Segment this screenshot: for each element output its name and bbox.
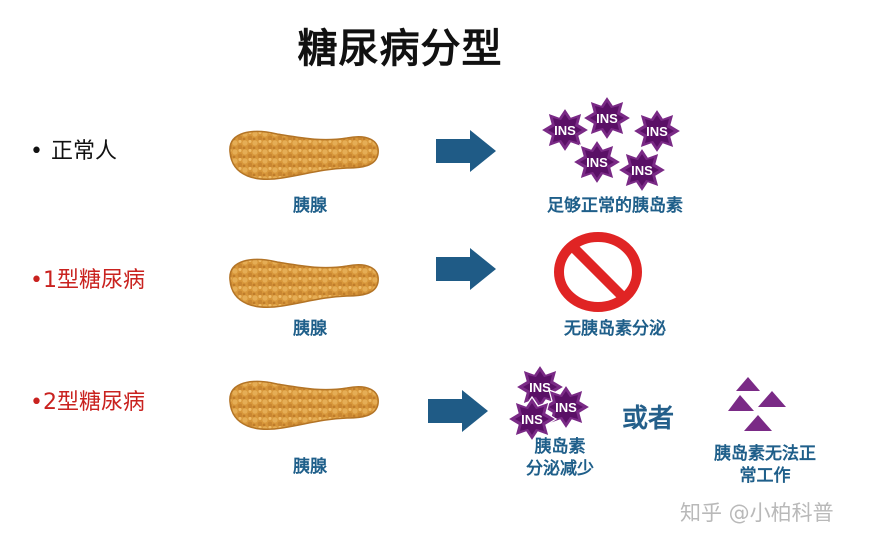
row-label-text: 1型糖尿病 [42, 268, 145, 293]
pancreas-icon [229, 380, 379, 430]
caption-line: 分泌减少 [526, 459, 594, 479]
row-label-type2: •2型糖尿病 [30, 384, 145, 416]
insulin-star-icon: INS [515, 364, 565, 410]
insulin-star-icon: INS [507, 396, 557, 442]
pancreas-icon [229, 130, 379, 180]
ins-label: INS [529, 380, 551, 395]
ins-label: INS [555, 400, 577, 415]
page-title: 糖尿病分型 [297, 26, 503, 72]
bullet: • [30, 268, 43, 293]
triangle-cluster [728, 377, 786, 431]
insulin-star-icon: INS [582, 95, 632, 141]
row-label-type1: •1型糖尿病 [30, 262, 145, 294]
ins-label: INS [554, 123, 576, 138]
insulin-star-icon: INS [541, 384, 591, 430]
caption-line: 胰岛素无法正 [714, 444, 816, 464]
triangle-icon [744, 415, 772, 431]
caption-line: 常工作 [739, 466, 791, 486]
pancreas-caption: 胰腺 [293, 319, 327, 339]
right-arrow-icon [436, 130, 496, 172]
watermark: 知乎 @小柏科普 [680, 501, 834, 525]
insulin-star-icon: INS [617, 147, 667, 193]
ins-label: INS [646, 124, 668, 139]
result-caption-type2: 胰岛素 分泌减少 [505, 436, 615, 480]
result-caption-normal: 足够正常的胰岛素 [547, 196, 683, 216]
pancreas-icon [229, 258, 379, 308]
or-text: 或者 [622, 404, 675, 434]
row-label-text: 正常人 [50, 139, 117, 164]
right-arrow-icon [436, 248, 496, 290]
row-label-normal: • 正常人 [30, 133, 117, 165]
insulin-cluster: INS INS INS INS INS [540, 95, 682, 193]
prohibition-icon [554, 232, 642, 312]
ins-label: INS [596, 111, 618, 126]
alt-caption-type2: 胰岛素无法正 常工作 [695, 443, 835, 487]
right-arrow-icon [428, 390, 488, 432]
result-caption-type1: 无胰岛素分泌 [564, 319, 666, 339]
ins-label: INS [521, 412, 543, 427]
caption-line: 胰岛素 [534, 437, 586, 457]
insulin-star-icon: INS [540, 107, 590, 153]
pancreas-caption: 胰腺 [293, 196, 327, 216]
triangle-icon [728, 395, 754, 411]
row-label-text: 2型糖尿病 [42, 390, 145, 415]
triangle-icon [736, 377, 760, 391]
ins-label: INS [586, 155, 608, 170]
bullet: • [30, 139, 43, 164]
insulin-star-icon: INS [632, 108, 682, 154]
insulin-cluster: INS INS INS [507, 364, 591, 442]
triangle-icon [758, 391, 786, 407]
bullet: • [30, 390, 43, 415]
pancreas-caption: 胰腺 [293, 457, 327, 477]
insulin-star-icon: INS [572, 139, 622, 185]
ins-label: INS [631, 163, 653, 178]
